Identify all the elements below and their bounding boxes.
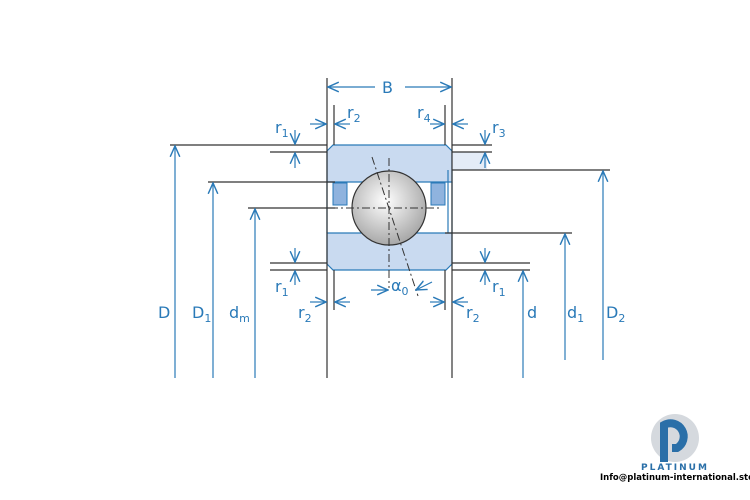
cage-right — [430, 182, 446, 206]
label-alpha0: α0 — [391, 276, 409, 298]
label-D: D — [158, 303, 170, 322]
label-r1-bottom-left: r1 — [275, 277, 289, 299]
contact-email: Info@platinum-international.store — [600, 473, 750, 483]
label-D1: D1 — [192, 303, 211, 325]
label-r2-bottom-right: r2 — [466, 303, 480, 325]
cage-left — [332, 182, 348, 206]
label-d1: d1 — [567, 303, 584, 325]
label-r2-bottom-left: r2 — [298, 303, 312, 325]
label-B: B — [382, 78, 393, 97]
platinum-logo-icon — [651, 414, 699, 462]
logo-block: PLATINUM Info@platinum-international.sto… — [600, 405, 750, 483]
label-d: d — [527, 303, 537, 322]
shoulder — [452, 152, 487, 170]
brand-name: PLATINUM — [641, 463, 709, 473]
label-r1-bottom-right: r1 — [492, 277, 506, 299]
label-dm: dm — [229, 303, 250, 325]
label-D2: D2 — [606, 303, 625, 325]
label-r1-top: r1 — [275, 118, 289, 140]
dimension-arrows — [175, 87, 603, 378]
label-r3: r3 — [492, 118, 506, 140]
label-r2-top: r2 — [347, 103, 361, 125]
label-r4: r4 — [417, 103, 431, 125]
